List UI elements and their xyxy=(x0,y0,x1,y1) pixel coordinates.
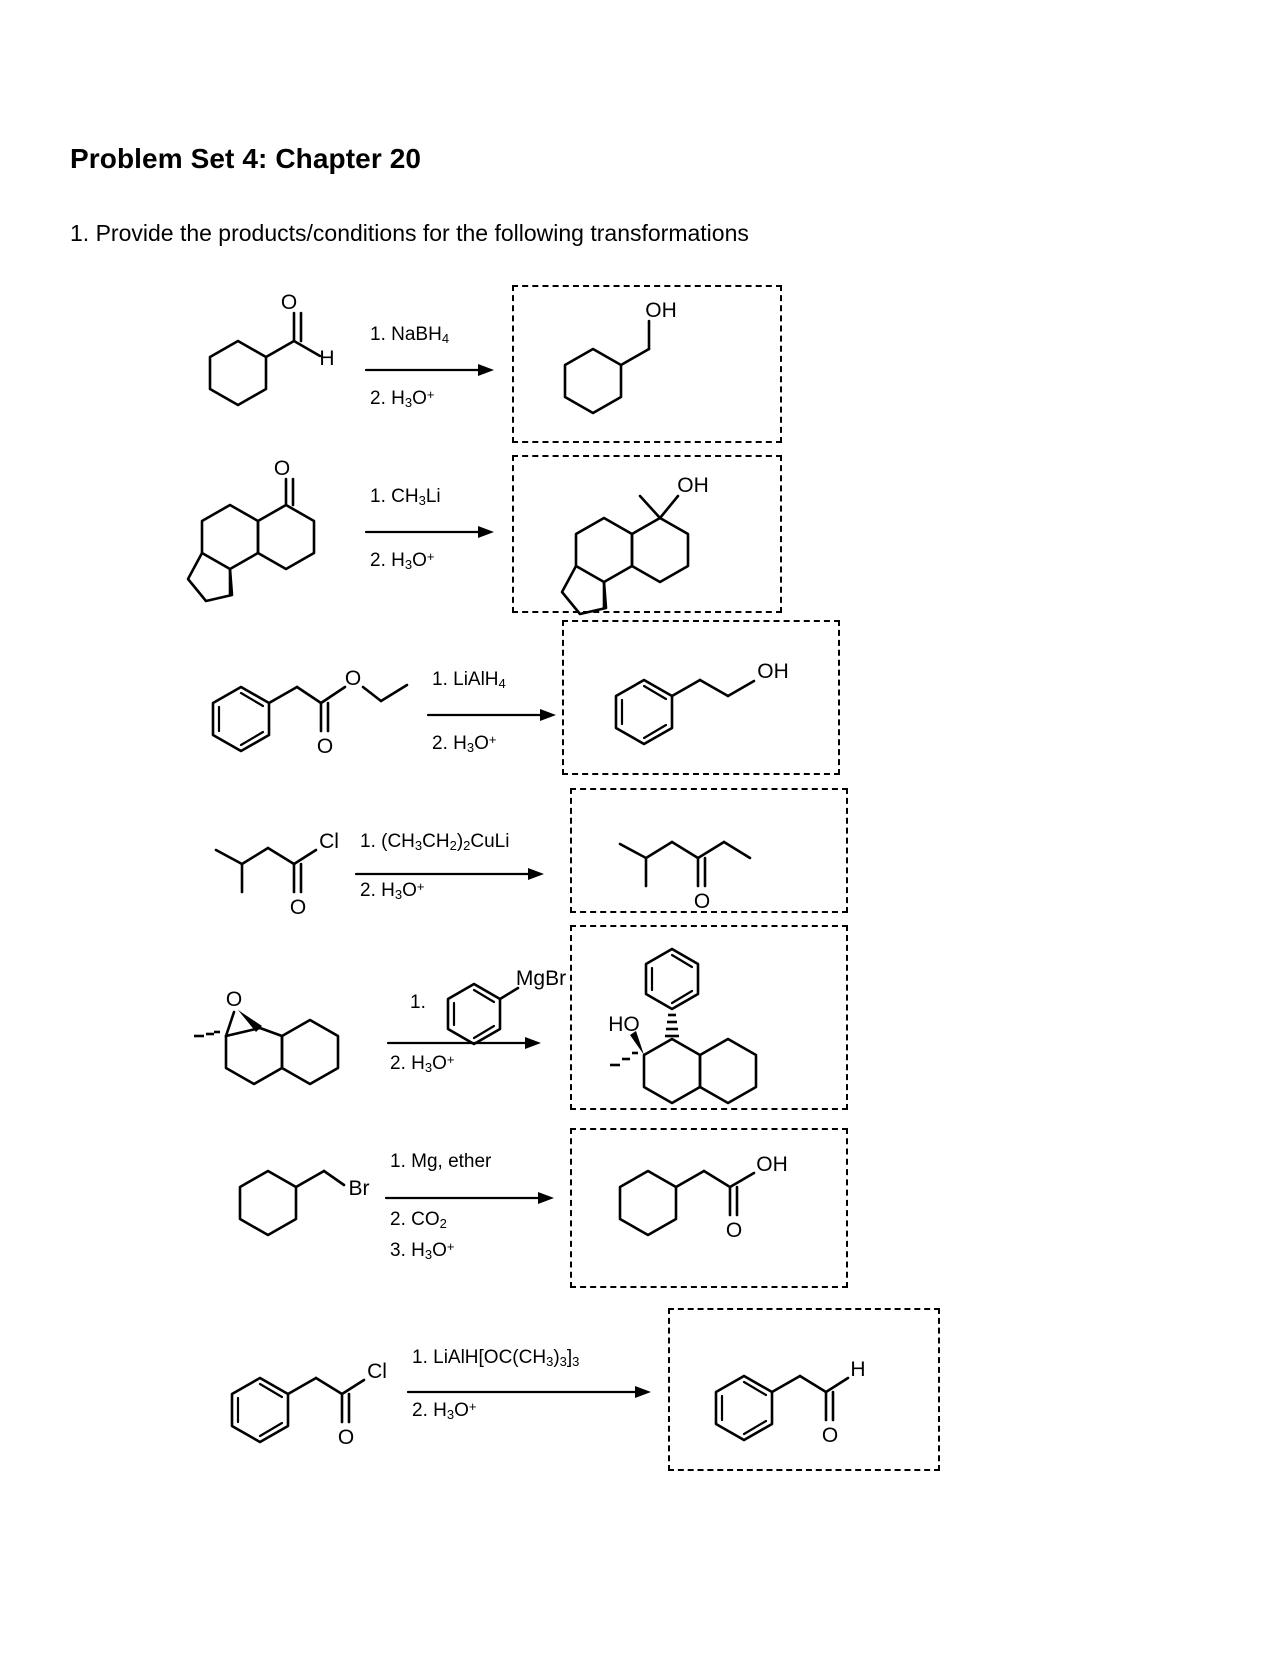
reaction-6-answer-box[interactable] xyxy=(570,1128,848,1288)
hash-wedge-phenyl xyxy=(665,1013,679,1038)
reaction-1-condition-2: 2. H3O+ xyxy=(370,387,435,410)
reaction-5-condition-2: 2. H3O+ xyxy=(390,1052,455,1075)
reaction-5-grignard-structure: MgBr xyxy=(446,967,566,1046)
atom-label-HO: HO xyxy=(608,1013,640,1036)
reaction-2-arrow xyxy=(364,526,494,538)
reaction-6-reactant: Br xyxy=(238,1169,370,1237)
atom-label-O-ester: O xyxy=(345,667,361,690)
reaction-2-reactant: O xyxy=(186,457,316,603)
reaction-4-reactant: O Cl xyxy=(214,830,339,919)
reaction-4-arrow xyxy=(354,868,544,880)
atom-label-OH: OH xyxy=(757,660,789,683)
atom-label-Cl: Cl xyxy=(319,830,339,853)
reaction-5-arrow xyxy=(386,1037,541,1049)
reaction-6-condition-3: 3. H3O+ xyxy=(390,1239,455,1262)
atom-label-MgBr: MgBr xyxy=(516,967,566,990)
atom-label-O: O xyxy=(290,896,306,919)
instruction-text: 1. Provide the products/conditions for t… xyxy=(70,220,749,246)
reaction-2-product: OH xyxy=(560,474,709,616)
atom-label-O: O xyxy=(726,1219,742,1242)
reaction-7-condition-1: 1. LiAlH[OC(CH3)3]3 xyxy=(412,1347,580,1369)
reaction-1-product: OH xyxy=(563,299,677,415)
reaction-2-condition-1: 1. CH3Li xyxy=(370,486,441,508)
atom-label-Br: Br xyxy=(349,1177,370,1200)
reaction-3-condition-2: 2. H3O+ xyxy=(432,732,497,755)
reaction-7-answer-box[interactable] xyxy=(668,1308,940,1471)
atom-label-O: O xyxy=(338,1426,354,1449)
atom-label-H: H xyxy=(850,1358,865,1381)
atom-label-OH: OH xyxy=(645,299,677,322)
atom-label-OH: OH xyxy=(677,474,709,497)
reaction-1-arrow xyxy=(364,364,494,376)
reaction-5-reactant: O xyxy=(194,988,340,1086)
reaction-4-product: O xyxy=(618,840,752,913)
atom-label-Cl: Cl xyxy=(367,1360,387,1383)
reaction-7-reactant: O Cl xyxy=(230,1360,387,1449)
reaction-4-condition-2: 2. H3O+ xyxy=(360,879,425,902)
page-title: Problem Set 4: Chapter 20 xyxy=(70,143,422,174)
atom-label-O-epoxide: O xyxy=(226,988,242,1011)
reaction-7-condition-2: 2. H3O+ xyxy=(412,1399,477,1422)
atom-label-O: O xyxy=(694,890,710,913)
reaction-3-condition-1: 1. LiAlH4 xyxy=(432,669,506,691)
reaction-3-answer-box[interactable] xyxy=(562,620,840,775)
reaction-6-product: O OH xyxy=(618,1153,788,1242)
reaction-3-arrow xyxy=(426,709,556,721)
reaction-1-condition-1: 1. NaBH4 xyxy=(370,324,450,346)
atom-label-H: H xyxy=(319,347,334,370)
atom-label-O: O xyxy=(281,291,297,314)
atom-label-O: O xyxy=(822,1424,838,1447)
reaction-4-answer-box[interactable] xyxy=(570,788,848,913)
reaction-1-answer-box[interactable] xyxy=(512,285,782,443)
hash-wedge-carbinol xyxy=(610,1051,638,1067)
reaction-4-condition-1: 1. (CH3CH2)2CuLi xyxy=(360,831,510,853)
atom-label-O: O xyxy=(274,457,290,480)
reaction-6-condition-1: 1. Mg, ether xyxy=(390,1151,492,1172)
atom-label-O-carbonyl: O xyxy=(317,735,333,758)
reaction-7-product: O H xyxy=(714,1358,866,1447)
reaction-3-product: OH xyxy=(614,660,789,746)
reaction-6-arrow xyxy=(384,1192,554,1204)
atom-label-OH: OH xyxy=(756,1153,788,1176)
reaction-5-condition-1-label: 1. xyxy=(410,992,426,1013)
reaction-1-reactant: O H xyxy=(208,291,335,407)
reaction-7-arrow xyxy=(406,1386,651,1398)
reaction-5-product: HO xyxy=(608,947,758,1105)
reaction-5-answer-box[interactable] xyxy=(570,925,848,1110)
reaction-6-condition-2: 2. CO2 xyxy=(390,1209,447,1231)
reaction-2-condition-2: 2. H3O+ xyxy=(370,549,435,572)
hash-wedge-left xyxy=(194,1030,220,1038)
reaction-2-answer-box[interactable] xyxy=(512,455,782,613)
reaction-3-reactant: O O xyxy=(211,667,409,758)
